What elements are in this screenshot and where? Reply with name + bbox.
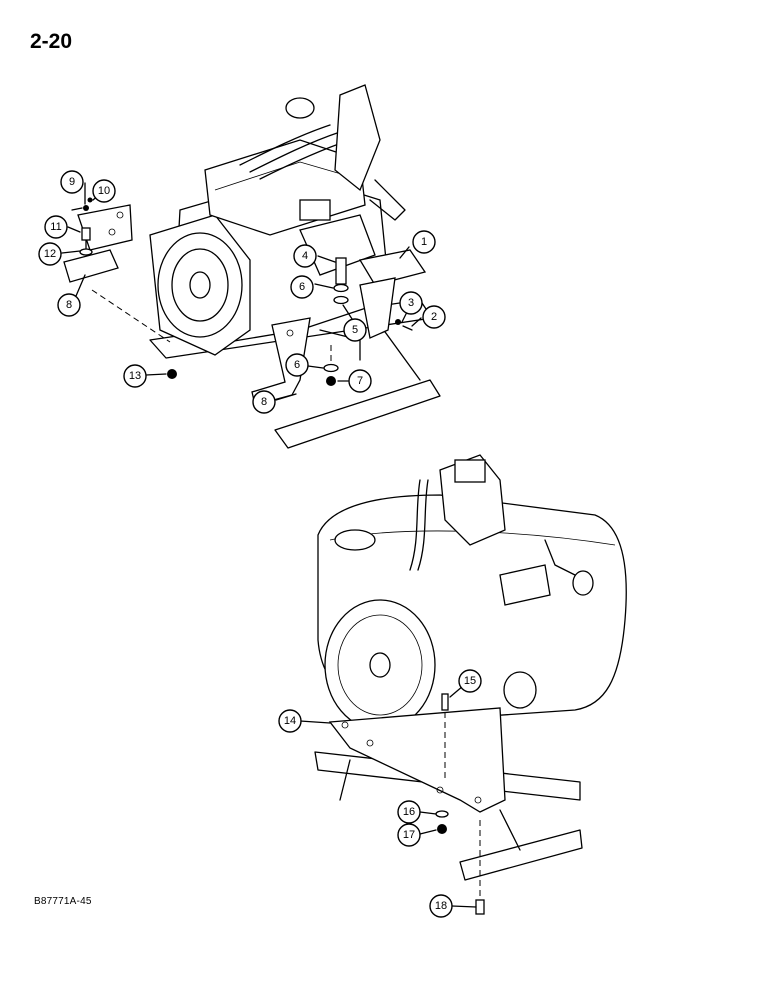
callout-8-front: 8 bbox=[252, 390, 276, 414]
callout-2: 2 bbox=[422, 305, 446, 329]
page-number: 2-20 bbox=[30, 30, 73, 53]
svg-text:18: 18 bbox=[435, 900, 447, 912]
svg-text:10: 10 bbox=[98, 185, 110, 197]
leader-lines bbox=[61, 182, 477, 908]
callout-10: 10 bbox=[92, 179, 116, 203]
callout-5: 5 bbox=[343, 318, 367, 342]
callout-3: 3 bbox=[399, 291, 423, 315]
callout-6-lower: 6 bbox=[285, 353, 309, 377]
upper-engine-illustration bbox=[149, 84, 441, 449]
svg-text:7: 7 bbox=[357, 375, 363, 387]
callout-9: 9 bbox=[60, 170, 84, 194]
svg-text:15: 15 bbox=[464, 675, 476, 687]
svg-text:2: 2 bbox=[431, 311, 437, 323]
svg-text:14: 14 bbox=[284, 715, 296, 727]
callout-17: 17 bbox=[397, 823, 421, 847]
figure-code: B87771A-45 bbox=[34, 896, 92, 907]
svg-text:13: 13 bbox=[129, 370, 141, 382]
callout-11: 11 bbox=[44, 215, 68, 239]
callout-13: 13 bbox=[123, 364, 147, 388]
callout-14: 14 bbox=[278, 709, 302, 733]
callout-1: 1 bbox=[412, 230, 436, 254]
svg-text:9: 9 bbox=[69, 176, 75, 188]
svg-text:6: 6 bbox=[299, 281, 305, 293]
callout-8-left: 8 bbox=[57, 293, 81, 317]
right-mount-bracket bbox=[333, 249, 427, 339]
svg-text:16: 16 bbox=[403, 806, 415, 818]
svg-text:5: 5 bbox=[352, 324, 358, 336]
lower-engine-illustration bbox=[314, 454, 627, 881]
svg-text:4: 4 bbox=[302, 250, 308, 262]
left-mount-bracket bbox=[63, 197, 171, 343]
svg-text:11: 11 bbox=[50, 221, 61, 233]
svg-text:6: 6 bbox=[294, 359, 300, 371]
callout-16: 16 bbox=[397, 800, 421, 824]
svg-text:8: 8 bbox=[261, 396, 267, 408]
callout-7: 7 bbox=[348, 369, 372, 393]
callout-6-upper: 6 bbox=[290, 275, 314, 299]
svg-text:3: 3 bbox=[408, 297, 414, 309]
lower-mount-plate bbox=[328, 693, 506, 915]
callout-4: 4 bbox=[293, 244, 317, 268]
svg-text:8: 8 bbox=[66, 299, 72, 311]
svg-text:12: 12 bbox=[44, 248, 56, 260]
svg-text:1: 1 bbox=[421, 236, 427, 248]
callout-12: 12 bbox=[38, 242, 62, 266]
callout-18: 18 bbox=[429, 894, 453, 918]
svg-text:17: 17 bbox=[403, 829, 415, 841]
callout-15: 15 bbox=[458, 669, 482, 693]
